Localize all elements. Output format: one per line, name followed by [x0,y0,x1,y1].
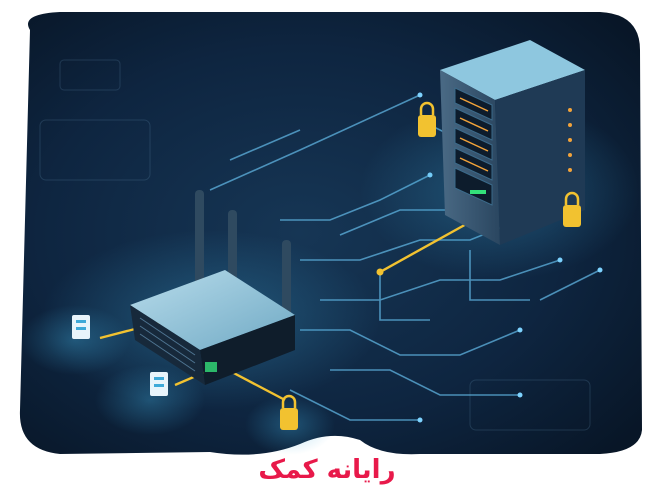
padlock-icon [280,394,298,430]
brand-logo: رایانه کمک [258,455,396,485]
server-rack [440,40,585,245]
router [130,190,295,385]
padlock-icon [418,101,436,137]
padlock-icon [563,191,581,227]
background-decor [39,59,591,431]
